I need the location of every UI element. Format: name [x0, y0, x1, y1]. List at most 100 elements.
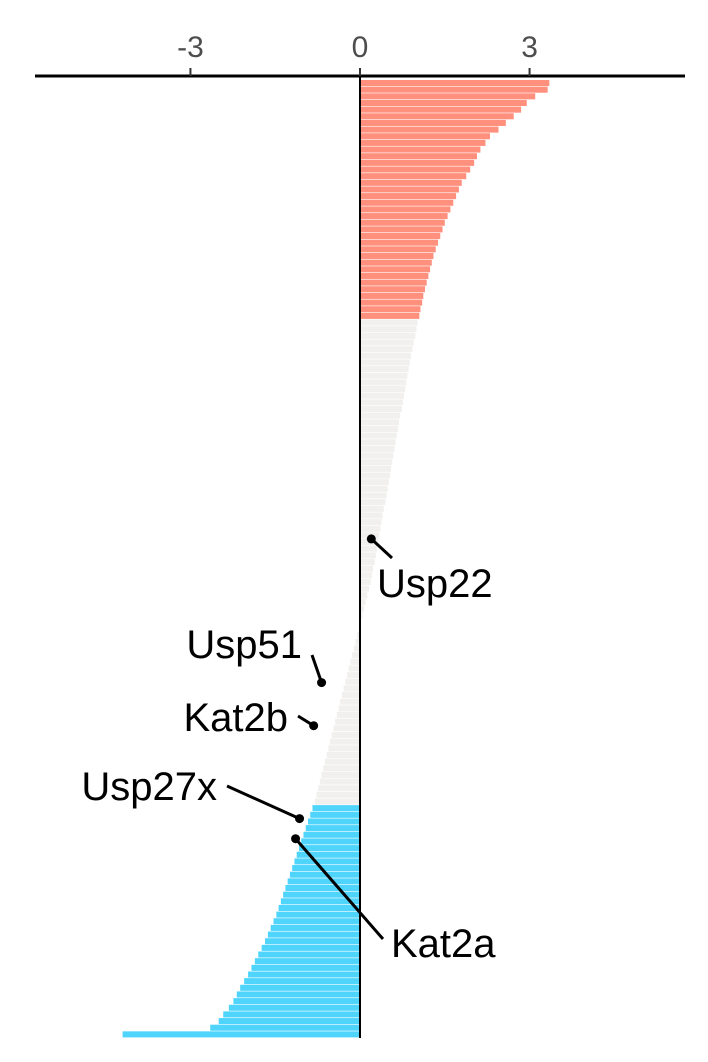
bar — [328, 745, 360, 752]
bar — [248, 971, 360, 978]
bar — [345, 678, 360, 685]
x-tick-label: -3 — [177, 31, 204, 64]
bar — [360, 279, 427, 286]
bar — [360, 505, 384, 512]
bar — [321, 771, 360, 778]
bar — [360, 193, 457, 200]
bar — [336, 712, 360, 719]
bar — [360, 612, 363, 619]
bar — [360, 252, 434, 260]
bar — [360, 93, 536, 100]
bar — [360, 578, 371, 586]
bar — [305, 825, 360, 832]
bar — [360, 153, 477, 160]
bar — [360, 459, 393, 466]
bar — [360, 259, 432, 266]
bar — [360, 485, 388, 492]
bar — [316, 791, 360, 798]
bar — [360, 119, 506, 126]
highlight-point — [366, 534, 376, 544]
bar — [360, 246, 436, 253]
bar — [360, 113, 514, 120]
gene-label: Kat2a — [391, 922, 496, 966]
bar — [360, 173, 467, 180]
bar — [360, 286, 425, 293]
bar — [360, 552, 376, 559]
bar — [360, 432, 397, 439]
bar — [251, 964, 360, 971]
bar — [223, 1011, 360, 1018]
bar — [360, 425, 398, 432]
bar — [360, 239, 438, 246]
bar — [303, 831, 360, 838]
x-tick-label: 3 — [521, 31, 538, 64]
bar — [360, 392, 405, 399]
bar — [360, 86, 548, 93]
bar — [360, 379, 407, 386]
bar — [283, 891, 360, 898]
bar — [292, 865, 360, 872]
bars-group — [122, 80, 550, 1038]
bar — [331, 731, 360, 739]
bar — [360, 492, 387, 499]
bar — [285, 884, 360, 892]
bar — [360, 479, 389, 486]
bar — [360, 186, 459, 193]
bar — [276, 911, 360, 918]
bar — [360, 366, 409, 373]
bar — [319, 778, 360, 785]
bar — [324, 758, 360, 765]
bar — [357, 632, 360, 639]
bar — [360, 332, 416, 339]
bar — [360, 525, 381, 532]
bar — [258, 951, 360, 958]
bar — [273, 918, 360, 925]
bar — [210, 1024, 360, 1031]
bar — [308, 818, 360, 825]
gene-label: Usp27x — [81, 765, 217, 809]
leader-line — [310, 654, 323, 684]
bar — [261, 944, 360, 951]
bar — [301, 838, 360, 845]
bar — [265, 938, 360, 945]
bar — [360, 219, 445, 226]
bar — [360, 452, 394, 459]
bar — [360, 233, 441, 240]
bar — [218, 1018, 360, 1025]
leader-line — [226, 784, 301, 820]
bar — [360, 346, 413, 353]
bar — [360, 585, 370, 592]
bar — [335, 718, 360, 725]
gene-label: Usp22 — [377, 562, 493, 606]
bar — [360, 352, 411, 359]
bar — [318, 785, 360, 792]
bar — [360, 565, 373, 572]
bar — [360, 266, 431, 273]
x-axis-ticks: -3 0 3 — [177, 31, 538, 76]
bar — [360, 419, 399, 426]
gene-label: Kat2b — [183, 696, 288, 740]
bar — [360, 319, 418, 326]
bar — [360, 99, 527, 107]
bar — [360, 359, 410, 366]
bar — [323, 765, 360, 772]
bar — [360, 206, 451, 213]
bar — [360, 146, 481, 153]
bar — [270, 924, 360, 931]
bar — [330, 738, 360, 745]
bar — [278, 904, 360, 911]
bar — [287, 878, 360, 885]
bar — [360, 199, 454, 206]
bar — [360, 499, 386, 506]
bar — [310, 811, 360, 818]
x-tick-label: 0 — [352, 31, 369, 64]
bar — [360, 572, 372, 579]
bar — [280, 898, 360, 905]
bar — [360, 405, 402, 413]
bar — [360, 326, 417, 333]
bar — [348, 665, 360, 672]
bar — [360, 472, 390, 479]
bar — [122, 1031, 360, 1038]
